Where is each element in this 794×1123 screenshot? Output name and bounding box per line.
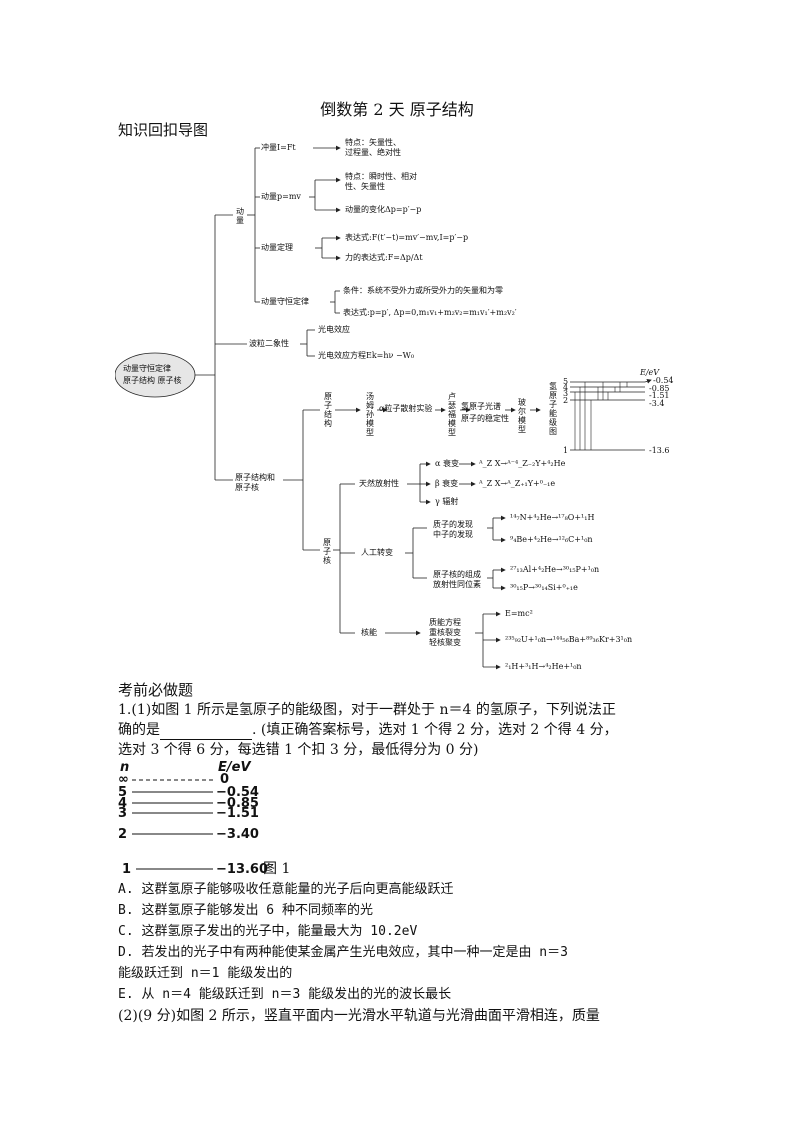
node-mom-p: 动量p=mv [261, 192, 301, 201]
mindmap-lines [115, 145, 652, 670]
fig-level-n-4: 4 [118, 796, 128, 811]
node-duality: 波粒二象性 [249, 339, 289, 348]
node-mom-feature-1: 特点：瞬时性、相对 [345, 172, 417, 181]
node-fission: 重核裂变 [429, 628, 461, 637]
node-gamma: γ 辐射 [435, 497, 459, 506]
node-mom-change: 动量的变化Δp=p′−p [345, 205, 422, 214]
eq-beta-decay: ᴬ_Z X→ᴬ_Z₊₁Y+⁰₋₁e [479, 479, 556, 488]
node-alpha-decay: α 衰变 [435, 459, 459, 468]
option-d-cont: 能级跃迁到 n＝1 能级发出的 [118, 966, 293, 981]
node-discovery-2: 中子的发现 [433, 530, 473, 539]
option-e: E. 从 n＝4 能级跃迁到 n＝3 能级发出的光的波长最长 [118, 987, 452, 1002]
small-level-n2: 2 [563, 396, 569, 405]
small-level-e1: -13.6 [649, 446, 670, 455]
eq-phosphorus-decay: ³⁰₁₅P→³⁰₁₄Si+⁰₊₁e [510, 583, 578, 592]
fig-level-lines [132, 779, 213, 870]
small-level-n5: 5 [563, 377, 569, 386]
eq-neutron: ⁹₄Be+⁴₂He→¹²₆C+¹₀n [510, 535, 593, 544]
fig-level-e-3: −1.51 [216, 806, 259, 821]
fig-level-n-1: 1 [122, 862, 132, 877]
node-beta-decay: β 衰变 [435, 479, 459, 488]
node-h-level-diagram: 氢原子能级图 [549, 382, 557, 436]
node-cons-expression: 表达式:p=p′, Δp=0,m₁v₁+m₂v₂=m₁v₁′+m₂v₂′ [343, 308, 517, 317]
eq-aluminium: ²⁷₁₃Al+⁴₂He→³⁰₁₅P+¹₀n [510, 565, 600, 574]
small-level-e2: -3.4 [649, 399, 665, 408]
node-bohr: 玻尔模型 [518, 398, 526, 434]
page-title: 倒数第 2 天 原子结构 [320, 100, 474, 119]
node-impulse-feature-2: 过程量、绝对性 [345, 148, 401, 157]
node-artificial: 人工转变 [361, 548, 393, 557]
fig-level-e-inf: 0 [220, 772, 230, 787]
eq-fusion: ²₁H+³₁H→⁴₂He+¹₀n [505, 662, 582, 671]
node-photo-equation: 光电效应方程Ek=hν −W₀ [318, 351, 415, 360]
fig-level-n-3: 3 [118, 806, 128, 821]
node-isotope-1: 原子核的组成 [433, 570, 481, 579]
fig-level-e-1: −13.60 [216, 862, 269, 877]
node-photoelectric: 光电效应 [318, 325, 350, 334]
answer-blank[interactable] [160, 725, 252, 740]
small-level-n1: 1 [563, 446, 569, 455]
q1-line-1: 1.(1)如图 1 所示是氢原子的能级图，对于一群处于 n＝4 的氢原子，下列说… [118, 702, 616, 718]
fig-level-n-2: 2 [118, 827, 128, 842]
fig-caption: 图 1 [263, 861, 291, 877]
node-impulse-feature-1: 特点：矢量性、 [345, 138, 401, 147]
fig-n-header: n [120, 760, 130, 775]
node-theorem-force: 力的表达式:F=Δp/Δt [345, 253, 423, 262]
option-b: B. 这群氢原子能够发出 6 种不同频率的光 [118, 903, 373, 918]
small-levels-unit: E/eV [640, 368, 660, 377]
node-structure-nucleus-2: 原子核 [235, 483, 259, 492]
node-natural-radioactivity: 天然放射性 [359, 479, 399, 488]
fig-e-header: E/eV [218, 760, 251, 775]
fig-level-n-inf: ∞ [118, 772, 129, 787]
section-heading-mindmap: 知识回扣导图 [118, 121, 209, 139]
small-level-e4: -0.85 [649, 384, 670, 393]
node-nucleus: 原子核 [323, 538, 331, 565]
center-label-1: 动量守恒定律 [123, 364, 171, 373]
node-atom-structure: 原子结构 [324, 392, 332, 428]
q1-instructions: . (填正确答案标号，选对 1 个得 2 分，选对 2 个得 4 分， [252, 722, 618, 738]
option-d: D. 若发出的光子中有两种能使某金属产生光电效应，其中一种一定是由 n＝3 [118, 945, 568, 960]
node-nuclear-energy: 核能 [361, 628, 377, 637]
fig-level-e-5: −0.54 [216, 785, 259, 800]
node-mass-energy: 质能方程 [429, 618, 461, 627]
small-level-e3: -1.51 [649, 391, 670, 400]
option-a: A. 这群氢原子能够吸收任意能量的光子后向更高能级跃迁 [118, 882, 454, 897]
q2-line-1: (2)(9 分)如图 2 所示，竖直平面内一光滑水平轨道与光滑曲面平滑相连，质量 [118, 1008, 600, 1024]
option-c: C. 这群氢原子发出的光子中，能量最大为 10.2eV [118, 924, 418, 939]
fig-level-n-5: 5 [118, 785, 128, 800]
q1-prefix: 确的是 [118, 722, 160, 738]
q1-line-2: 确的是 . (填正确答案标号，选对 1 个得 2 分，选对 2 个得 4 分， [118, 720, 618, 740]
mindmap: 动量守恒定律 原子结构 原子核 动量 冲量I=Ft 特点：矢量性、 过程量、绝对… [115, 130, 685, 690]
eq-proton: ¹⁴₇N+⁴₂He→¹⁷₈O+¹₁H [510, 513, 595, 522]
node-conservation: 动量守恒定律 [261, 297, 309, 306]
node-alpha-experiment: α粒子散射实验 [379, 404, 433, 413]
node-theorem: 动量定理 [261, 243, 293, 252]
node-impulse: 冲量I=Ft [261, 143, 296, 152]
node-theorem-expr: 表达式:F(t′−t)=mv′−mv,I=p′−p [345, 233, 469, 242]
node-stability: 原子的稳定性 [461, 414, 509, 423]
node-mom-feature-2: 性、矢量性 [345, 182, 385, 191]
node-structure-nucleus-1: 原子结构和 [235, 473, 275, 482]
eq-fission: ²³⁵₉₂U+¹₀n→¹⁴⁴₅₆Ba+⁸⁹₃₆Kr+3¹₀n [505, 635, 633, 644]
small-level-n3: 3 [563, 389, 569, 398]
node-isotope-2: 放射性同位素 [433, 580, 481, 589]
center-label-2: 原子结构 原子核 [123, 376, 182, 385]
fig-level-e-2: −3.40 [216, 827, 259, 842]
node-cons-condition: 条件：系统不受外力或所受外力的矢量和为零 [343, 286, 503, 295]
section-heading-questions: 考前必做题 [118, 681, 194, 699]
figure-1-energy-levels: n E/eV ∞ 5 4 3 2 1 0 −0.54 −0.85 −1.51 −… [118, 760, 378, 880]
node-thomson: 汤姆孙模型 [366, 392, 374, 437]
node-h-spectrum: 氢原子光谱 [461, 402, 501, 411]
node-discovery-1: 质子的发现 [433, 520, 473, 529]
fig-level-e-4: −0.85 [216, 796, 259, 811]
node-momentum: 动量 [236, 207, 244, 225]
node-fusion: 轻核聚变 [429, 638, 461, 647]
eq-alpha-decay: ᴬ_Z X→ᴬ⁻⁴_Z₋₂Y+⁴₂He [479, 459, 566, 468]
node-rutherford: 卢瑟福模型 [448, 392, 456, 437]
eq-mass-energy: E=mc² [505, 609, 533, 618]
small-level-n4: 4 [563, 383, 569, 392]
small-level-e5: -0.54 [653, 376, 674, 385]
q1-line-3: 选对 3 个得 6 分，每选错 1 个扣 3 分，最低得分为 0 分) [118, 742, 479, 758]
